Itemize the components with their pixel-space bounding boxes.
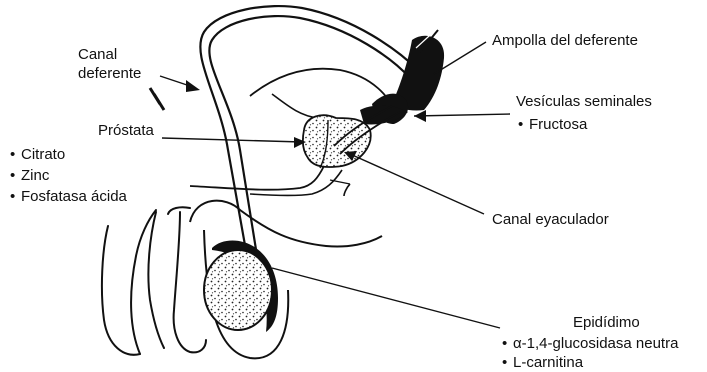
text-fructosa: Fructosa bbox=[529, 116, 587, 133]
label-prostata: Próstata bbox=[98, 121, 154, 140]
penis-outline bbox=[102, 207, 206, 355]
label-canal-eyaculador: Canal eyaculador bbox=[492, 210, 609, 229]
bullet-dot: • bbox=[502, 334, 513, 353]
text-glucosidasa: α-1,4-glucosidasa neutra bbox=[513, 335, 678, 352]
bullet-dot: • bbox=[10, 187, 21, 206]
label-ampolla: Ampolla del deferente bbox=[492, 31, 638, 50]
bullet-dot: • bbox=[518, 115, 529, 134]
bullet-glucosidasa: •α-1,4-glucosidasa neutra bbox=[502, 334, 678, 353]
label-vesiculas: Vesículas seminales bbox=[516, 92, 652, 111]
text-fosfatasa: Fosfatasa ácida bbox=[21, 188, 127, 205]
text-carnitina: L-carnitina bbox=[513, 354, 583, 371]
bullet-carnitina: •L-carnitina bbox=[502, 353, 583, 372]
bullet-zinc: •Zinc bbox=[10, 166, 49, 185]
urethra bbox=[190, 166, 324, 190]
bullet-dot: • bbox=[502, 353, 513, 372]
text-zinc: Zinc bbox=[21, 167, 49, 184]
bullet-dot: • bbox=[10, 166, 21, 185]
label-canal-deferente: Canal deferente bbox=[78, 45, 141, 83]
text-citrato: Citrato bbox=[21, 146, 65, 163]
bullet-fructosa: •Fructosa bbox=[518, 115, 587, 134]
bullet-fosfatasa: •Fosfatasa ácida bbox=[10, 187, 127, 206]
testis bbox=[204, 250, 272, 330]
label-canal-deferente-line1: Canal bbox=[78, 45, 141, 64]
label-epididimo: Epidídimo bbox=[573, 313, 640, 332]
bullet-dot: • bbox=[10, 145, 21, 164]
bullet-citrato: •Citrato bbox=[10, 145, 65, 164]
label-canal-deferente-line2: deferente bbox=[78, 64, 141, 83]
